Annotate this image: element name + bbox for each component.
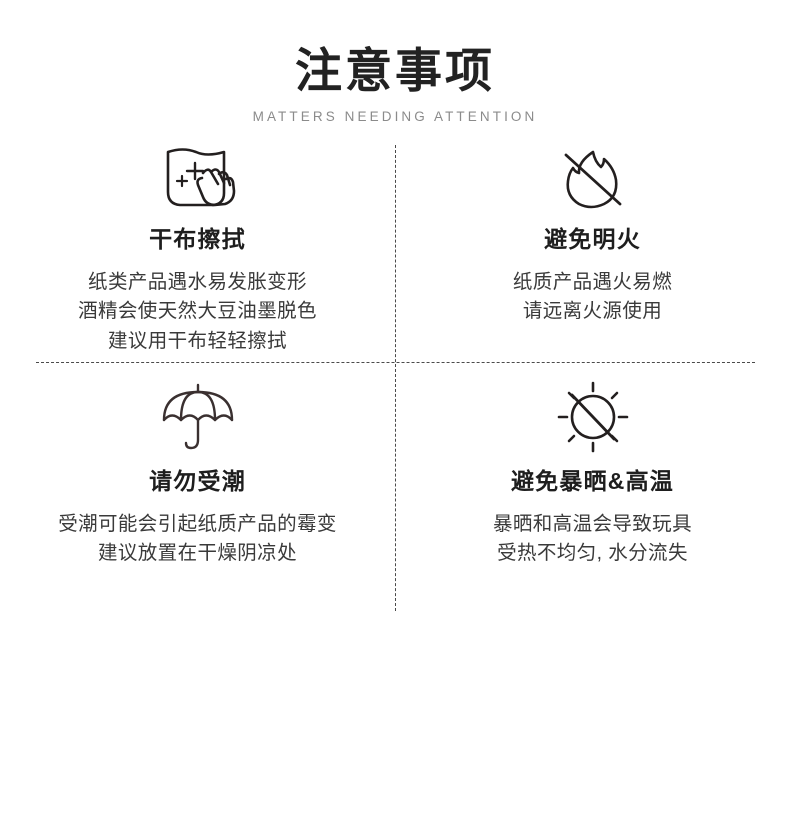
notice-description: 纸质产品遇火易燃 请远离火源使用 <box>513 268 672 327</box>
vertical-divider <box>395 145 396 611</box>
notice-title: 干布擦拭 <box>149 226 246 252</box>
notice-description: 暴晒和高温会导致玩具 受热不均匀, 水分流失 <box>493 510 692 569</box>
no-open-flame-icon <box>557 140 629 212</box>
notice-description-line: 建议用干布轻轻擦拭 <box>107 329 288 352</box>
notice-description-line: 暴晒和高温会导致玩具 <box>492 512 692 535</box>
notice-cell-dry-cloth: 干布擦拭 纸类产品遇水易发胀变形 酒精会使天然大豆油墨脱色 建议用干布轻轻擦拭 <box>0 140 395 362</box>
notice-cell-no-sun: 避免暴晒&高温 暴晒和高温会导致玩具 受热不均匀, 水分流失 <box>395 381 790 612</box>
notice-description-line: 请远离火源使用 <box>522 300 663 323</box>
notice-description-line: 酒精会使天然大豆油墨脱色 <box>78 300 317 323</box>
notice-description: 受潮可能会引起纸质产品的霉变 建议放置在干燥阴凉处 <box>58 510 337 569</box>
notice-description-line: 纸质产品遇火易燃 <box>512 270 673 293</box>
notice-cell-no-flame: 避免明火 纸质产品遇火易燃 请远离火源使用 <box>395 140 790 362</box>
notice-description-line: 建议放置在干燥阴凉处 <box>97 542 297 565</box>
notice-description-line: 受热不均匀, 水分流失 <box>497 542 688 565</box>
notice-grid: 干布擦拭 纸类产品遇水易发胀变形 酒精会使天然大豆油墨脱色 建议用干布轻轻擦拭 … <box>0 140 790 612</box>
page-header: 注意事项 MATTERS NEEDING ATTENTION <box>0 42 790 123</box>
no-sun-exposure-icon <box>553 381 633 454</box>
notice-description-line: 纸类产品遇水易发胀变形 <box>88 270 307 293</box>
umbrella-icon <box>159 382 237 454</box>
notice-description: 纸类产品遇水易发胀变形 酒精会使天然大豆油墨脱色 建议用干布轻轻擦拭 <box>78 268 317 357</box>
notice-row-top: 干布擦拭 纸类产品遇水易发胀变形 酒精会使天然大豆油墨脱色 建议用干布轻轻擦拭 … <box>0 140 790 362</box>
cloth-wipe-icon <box>155 140 241 212</box>
page-subtitle: MATTERS NEEDING ATTENTION <box>252 108 538 124</box>
notice-description-line: 受潮可能会引起纸质产品的霉变 <box>58 512 337 535</box>
notice-row-bottom: 请勿受潮 受潮可能会引起纸质产品的霉变 建议放置在干燥阴凉处 <box>0 362 790 612</box>
notice-title: 避免明火 <box>544 226 641 252</box>
notice-title: 请勿受潮 <box>149 468 246 494</box>
notice-title: 避免暴晒&高温 <box>510 468 674 494</box>
page-title: 注意事项 <box>295 44 495 97</box>
notice-cell-keep-dry: 请勿受潮 受潮可能会引起纸质产品的霉变 建议放置在干燥阴凉处 <box>0 382 395 612</box>
